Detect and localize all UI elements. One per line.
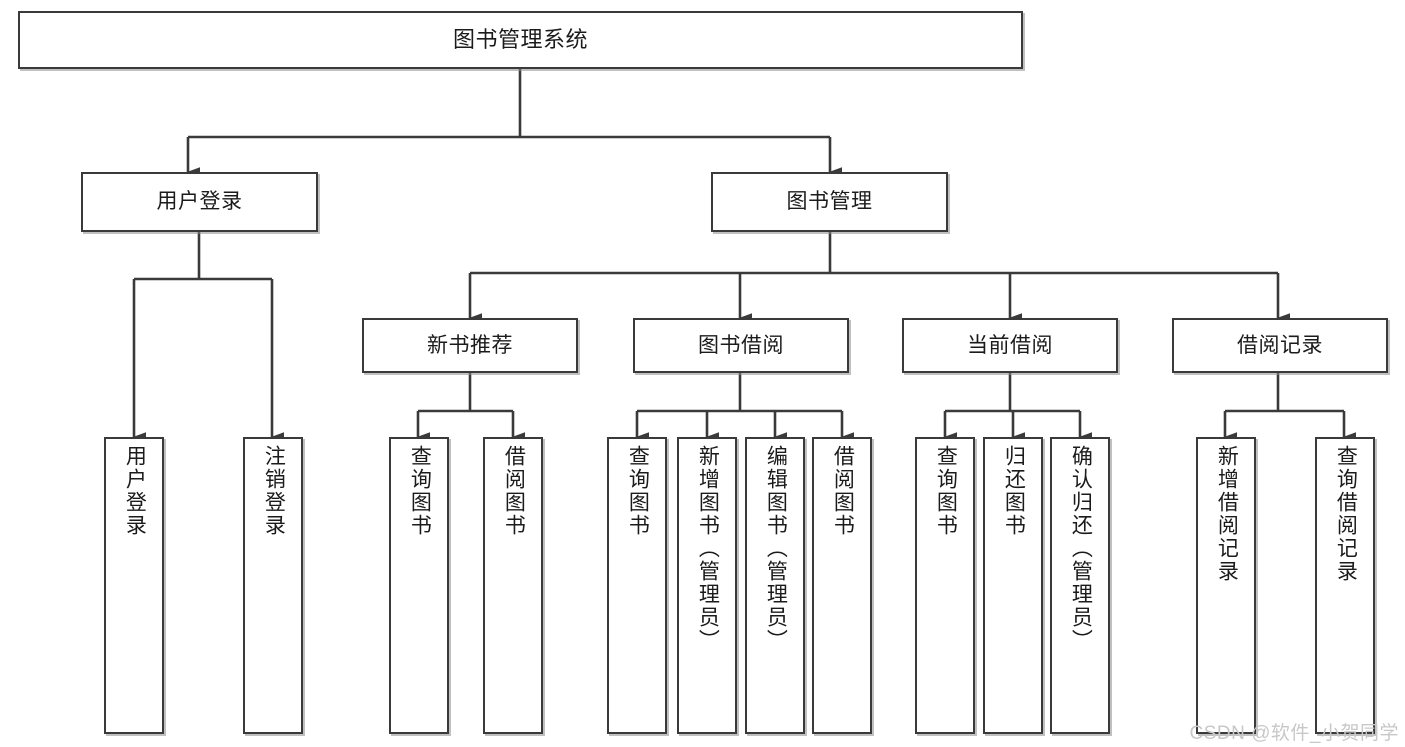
node-label: 确认归还（管理员） — [1069, 445, 1093, 652]
node-borrow-records[interactable]: 借阅记录 — [1172, 318, 1388, 373]
node-label: 查询图书 — [408, 445, 432, 537]
leaf-query-borrow-record[interactable]: 查询借阅记录 — [1315, 437, 1375, 734]
node-label: 新书推荐 — [427, 333, 513, 357]
leaf-query-books-borrow[interactable]: 查询图书 — [607, 437, 667, 734]
leaf-return-books[interactable]: 归还图书 — [983, 437, 1043, 734]
node-user-login[interactable]: 用户登录 — [81, 172, 318, 232]
leaf-borrow-books-new[interactable]: 借阅图书 — [483, 437, 543, 734]
node-label: 图书管理 — [786, 190, 873, 214]
node-book-management[interactable]: 图书管理 — [711, 172, 948, 232]
node-current-borrow[interactable]: 当前借阅 — [902, 318, 1118, 373]
node-label: 图书借阅 — [698, 333, 784, 357]
leaf-confirm-return-admin[interactable]: 确认归还（管理员） — [1050, 437, 1110, 734]
node-label: 注销登录 — [262, 445, 286, 537]
node-label: 借阅图书 — [502, 445, 526, 537]
node-label: 借阅图书 — [831, 445, 855, 537]
leaf-query-books-new[interactable]: 查询图书 — [389, 437, 449, 734]
leaf-logout[interactable]: 注销登录 — [243, 437, 303, 734]
node-root-system[interactable]: 图书管理系统 — [18, 11, 1023, 69]
node-label: 新增借阅记录 — [1215, 445, 1239, 583]
leaf-borrow-books[interactable]: 借阅图书 — [812, 437, 872, 734]
node-label: 归还图书 — [1002, 445, 1026, 537]
node-new-book-recommend[interactable]: 新书推荐 — [362, 318, 578, 373]
leaf-user-login[interactable]: 用户登录 — [104, 437, 164, 734]
node-label: 编辑图书（管理员） — [764, 445, 788, 652]
node-book-borrow[interactable]: 图书借阅 — [633, 318, 849, 373]
node-label: 新增图书（管理员） — [696, 445, 720, 652]
leaf-query-books-current[interactable]: 查询图书 — [915, 437, 975, 734]
node-label: 用户登录 — [123, 445, 147, 537]
leaf-add-book-admin[interactable]: 新增图书（管理员） — [677, 437, 737, 734]
node-label: 图书管理系统 — [452, 26, 588, 52]
node-label: 当前借阅 — [967, 333, 1053, 357]
node-label: 借阅记录 — [1237, 333, 1323, 357]
leaf-add-borrow-record[interactable]: 新增借阅记录 — [1196, 437, 1256, 734]
node-label: 查询借阅记录 — [1334, 445, 1358, 583]
node-label: 查询图书 — [934, 445, 958, 537]
watermark: CSDN @软件_小贺同学 — [1189, 723, 1399, 744]
node-label: 查询图书 — [626, 445, 650, 537]
leaf-edit-book-admin[interactable]: 编辑图书（管理员） — [745, 437, 805, 734]
node-label: 用户登录 — [156, 190, 243, 214]
